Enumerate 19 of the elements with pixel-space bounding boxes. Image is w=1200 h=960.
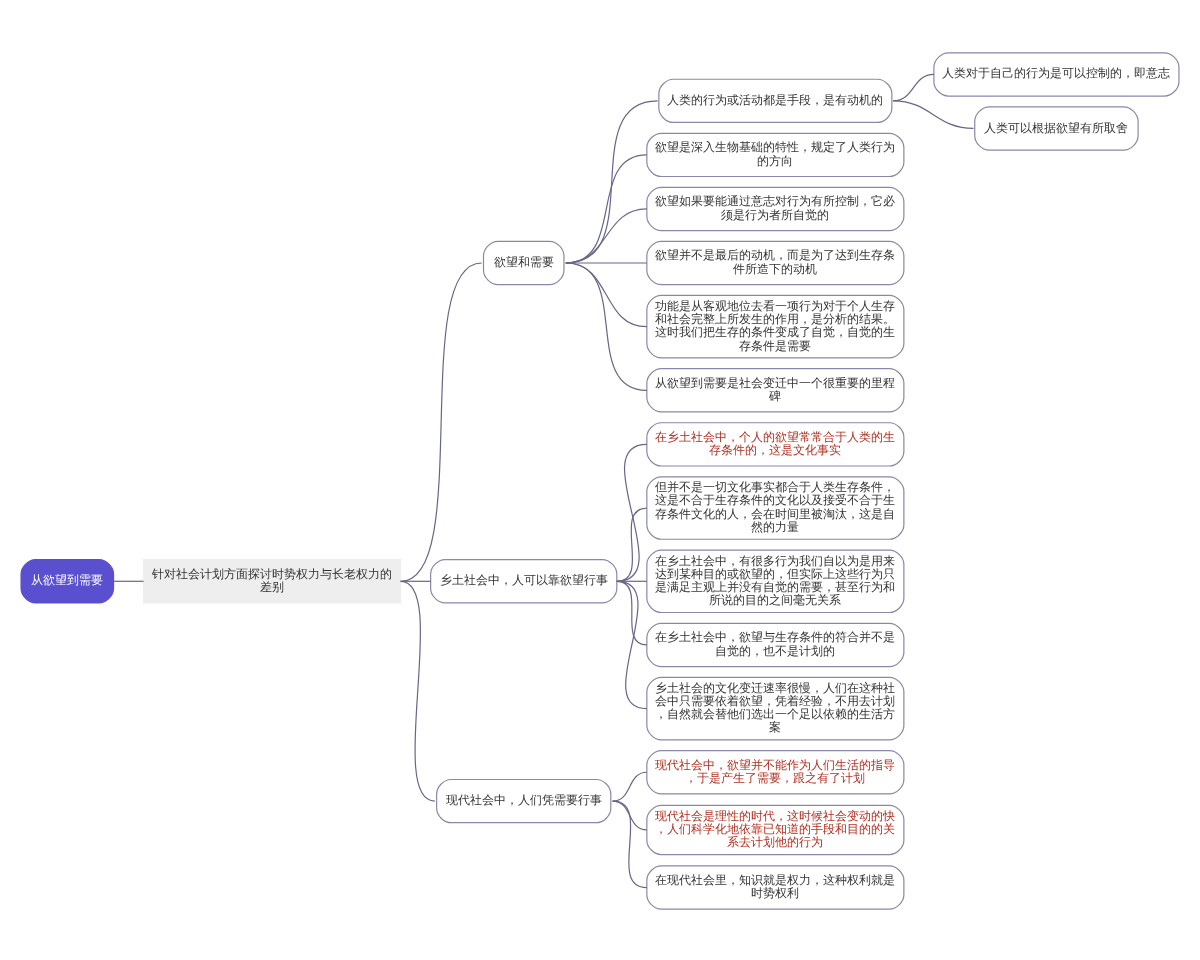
connector: [565, 261, 648, 390]
connector: [565, 261, 648, 327]
connector: [616, 579, 648, 645]
connector: [565, 99, 659, 263]
connector: [616, 506, 648, 581]
connector: [112, 579, 145, 581]
connector: [400, 579, 432, 581]
connector: [612, 770, 648, 801]
connector: [612, 799, 648, 888]
connector: [616, 442, 648, 581]
connector: [612, 799, 648, 830]
connector: [892, 99, 975, 129]
connector: [616, 579, 648, 709]
connector: [565, 261, 648, 263]
connector: [400, 579, 436, 801]
connector: [400, 261, 483, 581]
connector: [565, 153, 648, 263]
connector: [565, 207, 648, 263]
connector: [892, 72, 935, 101]
